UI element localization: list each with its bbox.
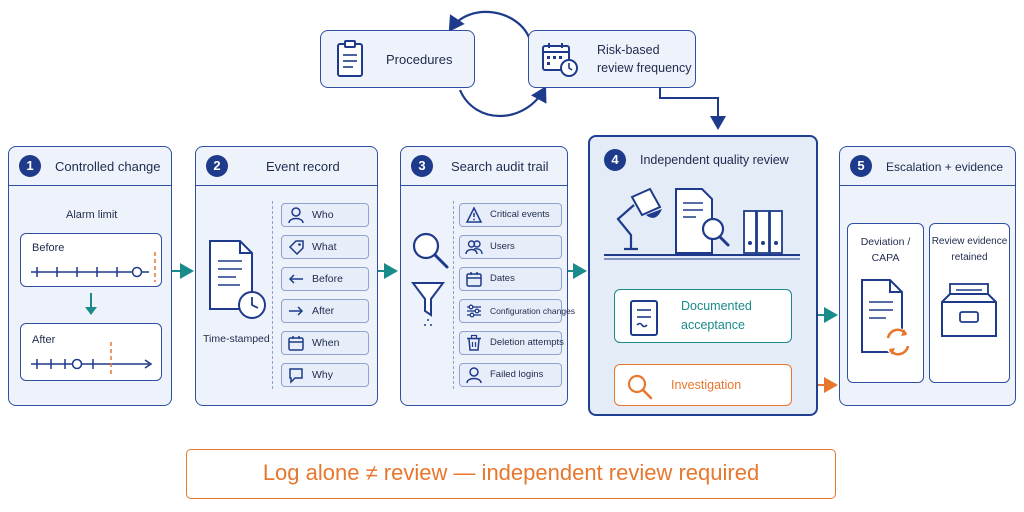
speech-bubble-icon: [289, 368, 303, 384]
field-before: Before: [281, 267, 369, 291]
field-label: After: [312, 305, 335, 317]
filter-critical-events: Critical events: [459, 203, 562, 227]
lamp-icon: [616, 204, 638, 251]
field-label: What: [312, 241, 337, 253]
after-panel: After: [20, 323, 162, 381]
step-number: 4: [604, 149, 626, 171]
search-icon: [627, 374, 653, 400]
field-label: Why: [312, 369, 333, 381]
procedures-label: Procedures: [386, 52, 453, 67]
field-label: Before: [312, 273, 343, 285]
filter-configuration-changes: Configuration changes: [459, 299, 575, 323]
documented-label-line1: Documented: [681, 299, 752, 313]
field-why: Why: [281, 363, 369, 387]
filter-label: Failed logins: [490, 369, 544, 380]
filter-failed-logins: Failed logins: [459, 363, 562, 387]
user-icon: [466, 367, 482, 384]
search-icon: [412, 232, 449, 269]
step-header: [840, 147, 1015, 186]
evidence-label-line2: retained: [951, 252, 988, 263]
desk-review-illustration: [604, 187, 800, 260]
filters-divider: [453, 201, 454, 389]
filter-icon: [411, 282, 445, 326]
step-controlled-change: 1 Controlled change Alarm limit Before A…: [8, 146, 172, 406]
before-panel: Before: [20, 233, 162, 287]
arrow-right-icon: [289, 306, 304, 316]
step-number: 1: [19, 155, 41, 177]
step-independent-quality-review: 4 Independent quality review Documented …: [588, 135, 818, 416]
after-label: After: [32, 334, 56, 346]
step-number: 2: [206, 155, 228, 177]
step-number: 5: [850, 155, 872, 177]
investigation-label: Investigation: [671, 378, 742, 392]
documented-label-line2: acceptance: [681, 318, 745, 332]
risk-label-line2: review frequency: [597, 61, 692, 75]
tag-icon: [288, 240, 304, 256]
field-after: After: [281, 299, 369, 323]
evidence-label-line1: Review evidence: [931, 236, 1008, 247]
person-icon: [288, 207, 304, 224]
step-title: Escalation + evidence: [886, 160, 1004, 174]
step-title: Independent quality review: [640, 153, 789, 167]
document-icon: [337, 40, 363, 77]
step-event-record: 2 Event record Time-stamped Who What Bef…: [195, 146, 378, 406]
calendar-clock-icon: [542, 43, 578, 77]
procedures-box: Procedures: [320, 30, 475, 88]
step-title: Search audit trail: [451, 159, 549, 174]
document-refresh-icon: [861, 279, 912, 356]
step-escalation-evidence: 5 Escalation + evidence Deviation / CAPA…: [839, 146, 1016, 406]
step-header: [401, 147, 567, 186]
deviation-capa-box: Deviation / CAPA: [847, 223, 924, 383]
sliders-icon: [467, 304, 481, 318]
field-label: Who: [312, 209, 334, 221]
filter-label: Configuration changes: [490, 306, 576, 316]
step-title: Controlled change: [55, 159, 161, 174]
before-label: Before: [32, 242, 65, 254]
step-search-audit-trail: 3 Search audit trail Critical events Use…: [400, 146, 575, 406]
cycle-arrow-bottom: [458, 86, 547, 118]
step-header: [196, 147, 377, 186]
field-label: When: [312, 337, 340, 349]
timestamped-label: Time-stamped: [203, 333, 270, 345]
calendar-icon: [466, 272, 482, 287]
risk-label-line1: Risk-based: [597, 43, 660, 57]
key-message-banner: Log alone ≠ review — independent review …: [186, 449, 836, 499]
step-number: 3: [411, 155, 433, 177]
deviation-label-line1: Deviation /: [860, 236, 911, 248]
trash-icon: [467, 334, 481, 351]
filter-label: Critical events: [490, 209, 550, 220]
before-scale: [31, 252, 156, 282]
after-scale: [31, 342, 153, 374]
filter-label: Users: [490, 241, 515, 252]
field-who: Who: [281, 203, 369, 227]
filter-label: Dates: [490, 273, 515, 284]
document-icon: [630, 300, 658, 336]
calendar-icon: [288, 336, 304, 351]
field-what: What: [281, 235, 369, 259]
risk-based-box: Risk-based review frequency: [528, 30, 696, 88]
filter-users: Users: [459, 235, 562, 259]
investigation-box: Investigation: [614, 364, 792, 406]
step-header: [9, 147, 171, 186]
documented-acceptance-box: Documented acceptance: [614, 289, 792, 343]
cycle-arrow-top: [448, 10, 532, 41]
users-icon: [465, 240, 483, 255]
timestamped-document-icon: [209, 240, 266, 319]
filter-dates: Dates: [459, 267, 562, 291]
fields-divider: [272, 201, 273, 389]
deviation-label-line2: CAPA: [871, 252, 900, 264]
down-arrow-icon: [85, 293, 97, 315]
alarm-limit-label: Alarm limit: [66, 209, 118, 221]
step-title: Event record: [266, 159, 340, 174]
filter-deletion-attempts: Deletion attempts: [459, 331, 564, 355]
review-evidence-box: Review evidence retained: [929, 223, 1010, 383]
risk-to-review-arrow: [659, 88, 726, 130]
field-when: When: [281, 331, 369, 355]
arrow-left-icon: [288, 274, 303, 284]
warning-icon: [465, 206, 483, 223]
archive-box-icon: [941, 283, 997, 337]
filter-label: Deletion attempts: [490, 337, 564, 348]
